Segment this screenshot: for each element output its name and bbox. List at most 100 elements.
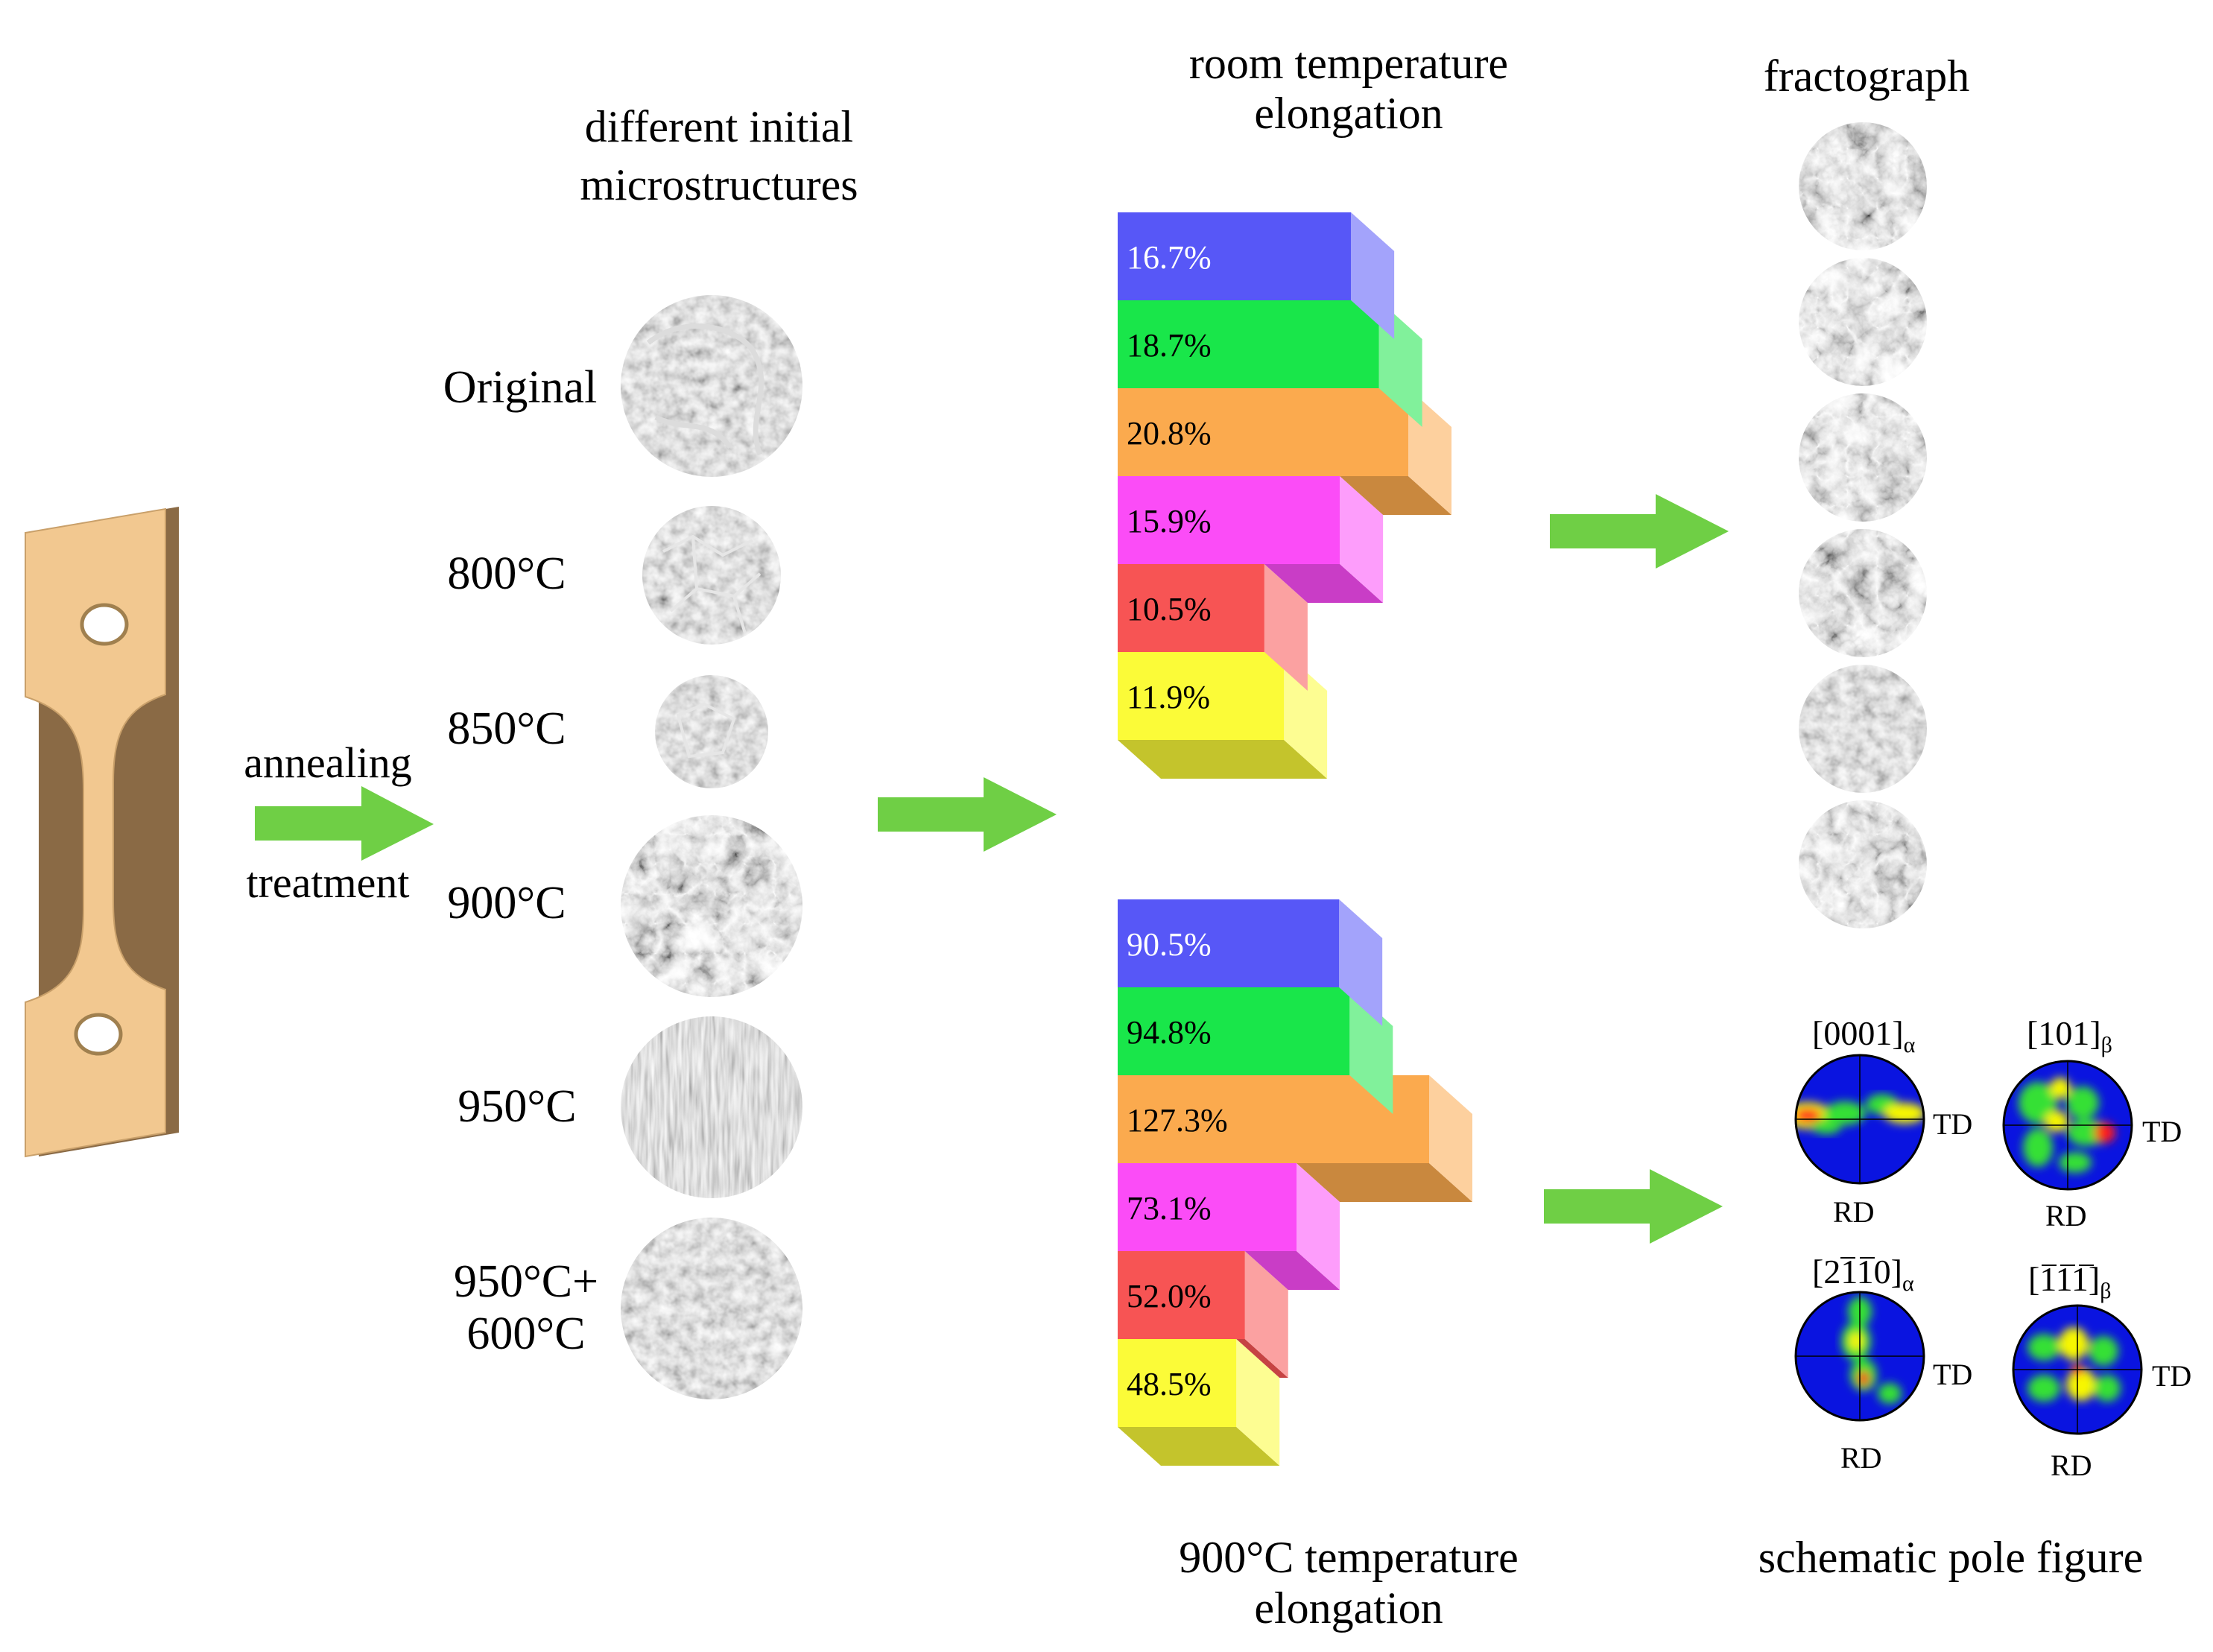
bar-6: 48.5% (1118, 1339, 1288, 1466)
bar-front-face (1118, 1339, 1237, 1427)
condition-label-original: Original (443, 362, 598, 413)
td-label: TD (1933, 1107, 1972, 1141)
td-label: TD (1933, 1358, 1972, 1391)
condition-label-950: 950°C (458, 1081, 576, 1132)
bar-shadow-face (1340, 476, 1451, 515)
td-label: TD (2142, 1115, 2182, 1148)
condition-label-900: 900°C (447, 878, 566, 928)
rt-chart-title-line2: elongation (1254, 89, 1443, 138)
pole-figure-label: [111]β (2028, 1260, 2112, 1303)
room-temperature-elongation-chart: 11.9% 10.5% 15.9% 20.8% 18.7% 16.7% (1118, 212, 1451, 779)
bar-front-face (1118, 1163, 1297, 1251)
pole-figure-3: [2110]αTD RD (1794, 1253, 1972, 1475)
pole-figure-label: [2110]α (1812, 1253, 1914, 1296)
micrograph-800 (642, 506, 781, 645)
bar-side-face (1339, 899, 1383, 1026)
arrow-to-fractograph (1550, 494, 1729, 569)
rd-label: RD (1833, 1195, 1875, 1229)
bar-side-face (1284, 652, 1328, 779)
bar-6: 11.9% (1118, 652, 1328, 779)
bar-front-face (1118, 1251, 1245, 1339)
bar-value-label: 15.9% (1127, 503, 1212, 539)
fractograph-850 (1799, 393, 1927, 522)
bar-side-face (1351, 212, 1395, 339)
ht-chart-title-line2: elongation (1254, 1583, 1443, 1633)
bar-side-face (1236, 1339, 1280, 1466)
bar-front-face (1118, 212, 1352, 300)
bar-value-label: 94.8% (1127, 1014, 1212, 1051)
condition-label-950-600-line2: 600°C (466, 1308, 585, 1359)
pole-figure-label: [0001]α (1812, 1014, 1916, 1057)
pole-figure-intensity (2027, 1327, 2121, 1402)
fractograph-800 (1799, 258, 1927, 386)
bar-front-face (1118, 564, 1264, 652)
bar-side-face (1429, 1075, 1472, 1202)
fractograph-original (1799, 122, 1927, 250)
bar-shadow-face (1244, 1251, 1340, 1290)
annealing-label: annealing (244, 738, 411, 787)
micrograph-original (621, 295, 802, 477)
bar-side-face (1297, 1163, 1340, 1290)
bar-bottom-face (1118, 740, 1328, 779)
bar-value-label: 52.0% (1127, 1278, 1212, 1314)
td-label: TD (2152, 1359, 2191, 1393)
fractograph-900 (1799, 529, 1927, 657)
bar-front-face (1118, 300, 1379, 388)
pole-figure-title: schematic pole figure (1758, 1533, 2143, 1582)
pole-figure-1: [0001]αTD RD (1794, 1014, 1972, 1229)
treatment-label: treatment (246, 858, 409, 907)
micrograph-850 (655, 675, 768, 788)
tensile-specimen (25, 507, 179, 1158)
high-temperature-elongation-chart: 48.5% 52.0% 73.1% 127.3% 94.8% 90.5% (1118, 899, 1472, 1466)
bar-side-face (1340, 476, 1384, 603)
bar-value-label: 90.5% (1127, 926, 1212, 963)
bar-4: 15.9% (1118, 476, 1451, 603)
bar-front-face (1118, 476, 1340, 564)
arrow-to-charts (878, 777, 1057, 852)
bar-shadow-face (1297, 1163, 1472, 1202)
rd-label: RD (1840, 1441, 1882, 1475)
microstructure-heading-line2: microstructures (580, 160, 858, 209)
condition-label-800: 800°C (447, 548, 566, 599)
pole-figure-intensity (1841, 1297, 1902, 1404)
pole-figure-label: [101]β (2027, 1014, 2112, 1057)
pole-figure-intensity (2019, 1077, 2115, 1173)
bar-5: 10.5% (1118, 564, 1384, 691)
microstructure-heading-line1: different initial (585, 102, 853, 151)
bar-side-face (1264, 564, 1308, 691)
pole-figure-2: [101]βTD RD (2002, 1014, 2182, 1232)
ht-chart-title-line1: 900°C temperature (1179, 1533, 1519, 1582)
rt-chart-title-line1: room temperature (1189, 39, 1508, 88)
bar-1: 90.5% (1118, 899, 1383, 1026)
bar-front-face (1118, 987, 1350, 1075)
bar-value-label: 16.7% (1127, 239, 1212, 276)
microstructure-images (621, 295, 802, 1399)
bar-front-face (1118, 652, 1285, 740)
micrograph-900 (621, 815, 802, 997)
fractograph-950 (1799, 665, 1927, 793)
bar-shadow-face (1264, 564, 1384, 603)
bar-value-label: 20.8% (1127, 415, 1212, 452)
fractograph-950-600 (1799, 800, 1927, 928)
bar-value-label: 11.9% (1127, 679, 1210, 715)
bar-value-label: 48.5% (1127, 1366, 1212, 1402)
bar-value-label: 18.7% (1127, 327, 1212, 364)
bar-value-label: 73.1% (1127, 1190, 1212, 1227)
bar-1: 16.7% (1118, 212, 1395, 339)
annealing-arrow (255, 786, 434, 861)
bar-value-label: 10.5% (1127, 591, 1212, 627)
condition-label-950-600-line1: 950°C+ (454, 1256, 598, 1307)
pole-figures: [0001]αTDRD[101]βTDRD[2110]αTDRD[111]βTD… (1794, 1014, 2191, 1482)
micrograph-950-600 (621, 1218, 802, 1399)
bar-front-face (1118, 388, 1408, 476)
micrograph-950 (621, 1016, 802, 1198)
bar-bottom-face (1118, 1427, 1280, 1466)
bar-5: 52.0% (1118, 1251, 1340, 1378)
rd-label: RD (2045, 1199, 2087, 1232)
condition-label-850: 850°C (447, 703, 566, 754)
pole-figure-4: [111]βTD RD (2012, 1260, 2191, 1482)
bar-value-label: 127.3% (1127, 1102, 1228, 1139)
rd-label: RD (2051, 1449, 2092, 1482)
bar-4: 73.1% (1118, 1163, 1472, 1290)
